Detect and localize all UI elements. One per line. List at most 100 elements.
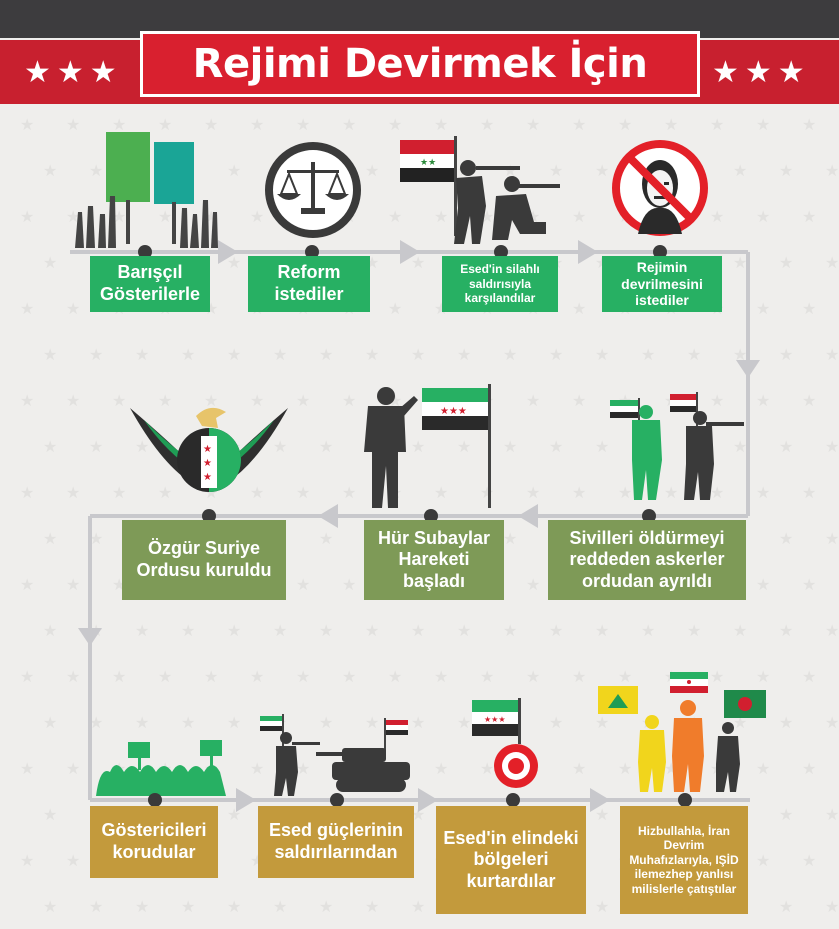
arrow-right-icon [578, 240, 598, 264]
star-icon: ★ [733, 621, 747, 640]
soldiers-aiming-icon: ★★ [400, 136, 560, 244]
star-icon: ★ [20, 575, 34, 594]
star-icon: ★ [158, 391, 172, 410]
star-icon: ★ [595, 713, 609, 732]
star-icon: ★ [158, 483, 172, 502]
star-icon: ★ [802, 851, 816, 870]
star-icon: ★ [710, 115, 724, 134]
star-icon: ★ [457, 345, 471, 364]
star-icon: ★ [618, 667, 632, 686]
star-icon: ★ [411, 345, 425, 364]
star-icon: ★ [480, 759, 494, 778]
star-icon: ★ [135, 621, 149, 640]
scales-of-justice-icon [265, 142, 361, 238]
star-icon: ★ [779, 437, 793, 456]
star-icon: ★ [342, 575, 356, 594]
star-icon: ★ [710, 207, 724, 226]
star-icon: ★ [618, 483, 632, 502]
star-icon: ★ [572, 115, 586, 134]
star-icon: ★ [227, 713, 241, 732]
star-icon: ★ [20, 667, 34, 686]
star-icon: ★ [756, 391, 770, 410]
star-icon: ★ [20, 391, 34, 410]
star-icon: ★ [457, 713, 471, 732]
star-icon: ★ [319, 713, 333, 732]
star-icon: ★ [89, 345, 103, 364]
star-icon: ★ [756, 575, 770, 594]
star-icon: ★ [687, 345, 701, 364]
star-icon: ★ [66, 207, 80, 226]
step-dot [494, 245, 508, 259]
step-fsa-founded: Özgür Suriye Ordusu kuruldu [122, 520, 286, 600]
star-icon: ★ [549, 621, 563, 640]
step-met-with-armed-attack: Esed'in silahlı saldırısıyla karşılandıl… [442, 256, 558, 312]
step-demanded-regime-fall: Rejimin devrilmesini istediler [602, 256, 722, 312]
star-icon: ★ [227, 621, 241, 640]
star-icon: ★ [204, 667, 218, 686]
svg-text:★: ★ [203, 458, 212, 469]
star-icon: ★ [89, 529, 103, 548]
star-icon: ★ [595, 161, 609, 180]
star-icon: ★ [250, 667, 264, 686]
star-icon: ★ [595, 805, 609, 824]
star-icon: ★ [20, 851, 34, 870]
star-icon: ★ [549, 161, 563, 180]
star-icon: ★ [112, 115, 126, 134]
arrow-right-icon [590, 788, 610, 812]
star-icon: ★ [273, 345, 287, 364]
star-icon: ★ [388, 667, 402, 686]
star-icon: ★ [43, 897, 57, 916]
star-icon: ★ [595, 897, 609, 916]
star-icon: ★ [825, 345, 839, 364]
star-icon: ★ [250, 483, 264, 502]
star-icon: ★ [204, 115, 218, 134]
star-icon: ★ [388, 115, 402, 134]
star-icon: ★ [733, 253, 747, 272]
star-icon: ★ [43, 253, 57, 272]
soldier-and-tank-icon [260, 714, 410, 796]
star-icon: ★ [411, 253, 425, 272]
step-peaceful-protests: Barışçıl Gösterilerle [90, 256, 210, 312]
star-icon: ★ [66, 299, 80, 318]
star-icon: ★ [503, 161, 517, 180]
svg-text:★: ★ [203, 472, 212, 483]
arrow-right-icon [236, 788, 256, 812]
star-icon: ★ [227, 253, 241, 272]
star-icon: ★ [365, 345, 379, 364]
star-icon: ★ [802, 483, 816, 502]
star-icon: ★ [20, 759, 34, 778]
star-icon: ★ [756, 207, 770, 226]
star-icon: ★ [365, 713, 379, 732]
star-icon: ★ [66, 575, 80, 594]
star-icon: ★ [687, 621, 701, 640]
title-banner: Rejimi Devirmek İçin [140, 31, 700, 97]
star-icon: ★ [756, 483, 770, 502]
star-icon: ★ [296, 115, 310, 134]
star-icon: ★ [802, 667, 816, 686]
star-icon: ★ [296, 391, 310, 410]
star-icon: ★ [503, 345, 517, 364]
star-icon: ★ [20, 115, 34, 134]
star-icon: ★ [296, 759, 310, 778]
star-icon: ★ [43, 713, 57, 732]
star-icon: ★ [296, 667, 310, 686]
step-free-officers-movement: Hür Subaylar Hareketi başladı [364, 520, 504, 600]
star-icon: ★ [733, 437, 747, 456]
star-icon: ★ [526, 483, 540, 502]
star-icon: ★ [710, 483, 724, 502]
star-icon: ★ [572, 391, 586, 410]
star-icon: ★ [480, 667, 494, 686]
star-icon: ★ [802, 759, 816, 778]
star-icon: ★ [273, 897, 287, 916]
star-icon: ★ [664, 483, 678, 502]
star-icon: ★ [434, 207, 448, 226]
star-icon: ★ [641, 345, 655, 364]
star-icon: ★ [204, 391, 218, 410]
star-icon: ★ [112, 483, 126, 502]
star-icon: ★ [89, 161, 103, 180]
star-icon: ★ [503, 621, 517, 640]
star-icon: ★ [480, 115, 494, 134]
no-assad-sign-icon [612, 140, 708, 236]
star-icon: ★ [572, 667, 586, 686]
